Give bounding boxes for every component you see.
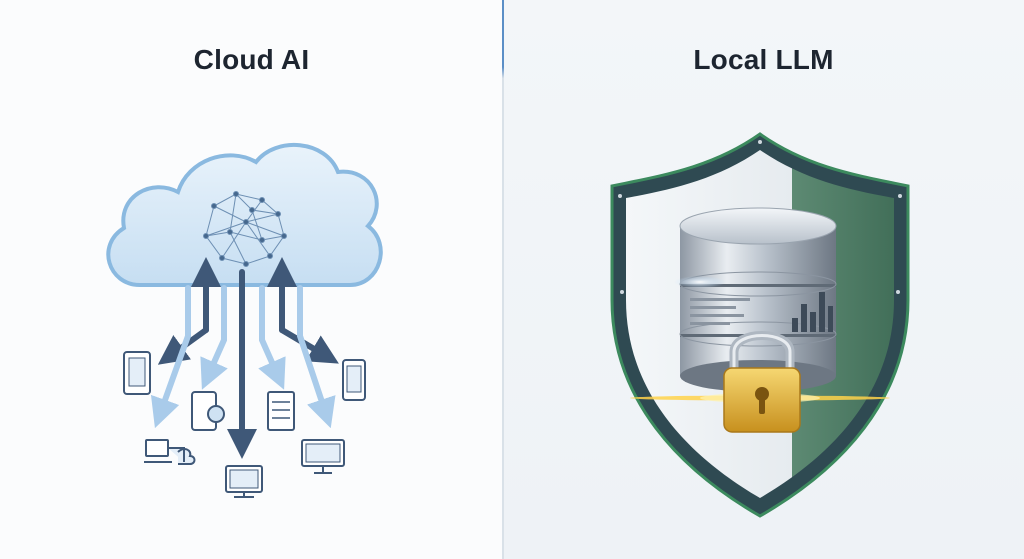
server-icon <box>267 391 295 431</box>
neural-network-icon <box>203 191 287 267</box>
local-llm-title: Local LLM <box>693 44 834 75</box>
monitor-icon-right <box>301 439 345 474</box>
data-flow-arrows <box>150 257 339 459</box>
network-computer-icon <box>144 439 196 465</box>
database-icon <box>674 207 837 392</box>
bar-graph-decoration <box>792 292 833 332</box>
cloud-ai-title: Cloud AI <box>193 44 310 75</box>
tablet-icon <box>123 351 151 395</box>
monitor-icon-bottom <box>225 465 263 498</box>
panel-divider <box>502 0 504 559</box>
cloud-icon <box>106 142 383 287</box>
padlock-icon <box>723 331 801 433</box>
mobile-fingerprint-icon <box>191 391 225 431</box>
phone-icon <box>342 359 366 401</box>
